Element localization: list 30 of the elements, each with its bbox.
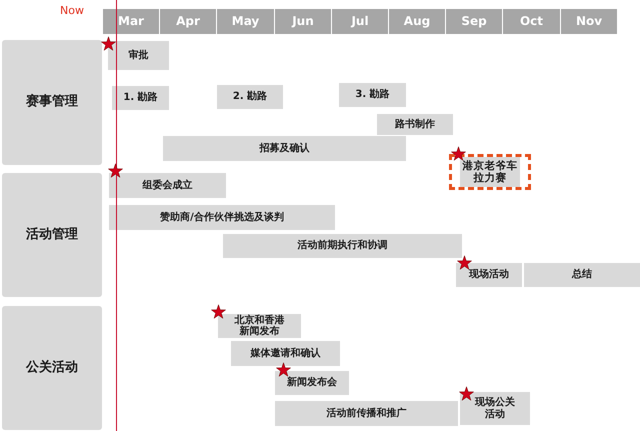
task-bar: 组委会成立: [109, 173, 226, 198]
task-bar: 3. 勘路: [339, 83, 406, 107]
month-header: Mar: [103, 9, 159, 34]
month-header: Sep: [446, 9, 502, 34]
task-bar: 现场活动: [456, 263, 522, 287]
task-bar: 招募及确认: [163, 136, 406, 161]
task-bar: 审批: [108, 41, 169, 70]
month-header: May: [217, 9, 274, 34]
task-bar: 活动前期执行和协调: [223, 234, 462, 258]
task-bar: 媒体邀请和确认: [231, 341, 340, 366]
row-header: 活动管理: [2, 173, 102, 297]
month-header: Oct: [503, 9, 560, 34]
task-bar: 总结: [524, 263, 640, 287]
task-bar: 路书制作: [377, 114, 453, 135]
month-header: Nov: [561, 9, 617, 34]
task-bar: 1. 勘路: [112, 86, 169, 110]
now-label: Now: [60, 4, 84, 17]
row-header: 赛事管理: [2, 40, 102, 165]
task-bar: 赞助商/合作伙伴挑选及谈判: [109, 205, 335, 230]
task-bar: 现场公关活动: [460, 392, 530, 425]
task-bar: 北京和香港新闻发布: [218, 314, 301, 338]
month-header: Jul: [332, 9, 388, 34]
row-header: 公关活动: [2, 306, 102, 430]
task-bar: 活动前传播和推广: [275, 401, 458, 426]
month-header: Apr: [160, 9, 216, 34]
month-header: Jun: [275, 9, 331, 34]
task-bar: 2. 勘路: [217, 85, 283, 109]
month-header: Aug: [389, 9, 445, 34]
task-bar: 新闻发布会: [275, 371, 349, 395]
milestone-highlight: 港京老爷车拉力赛: [449, 154, 531, 190]
